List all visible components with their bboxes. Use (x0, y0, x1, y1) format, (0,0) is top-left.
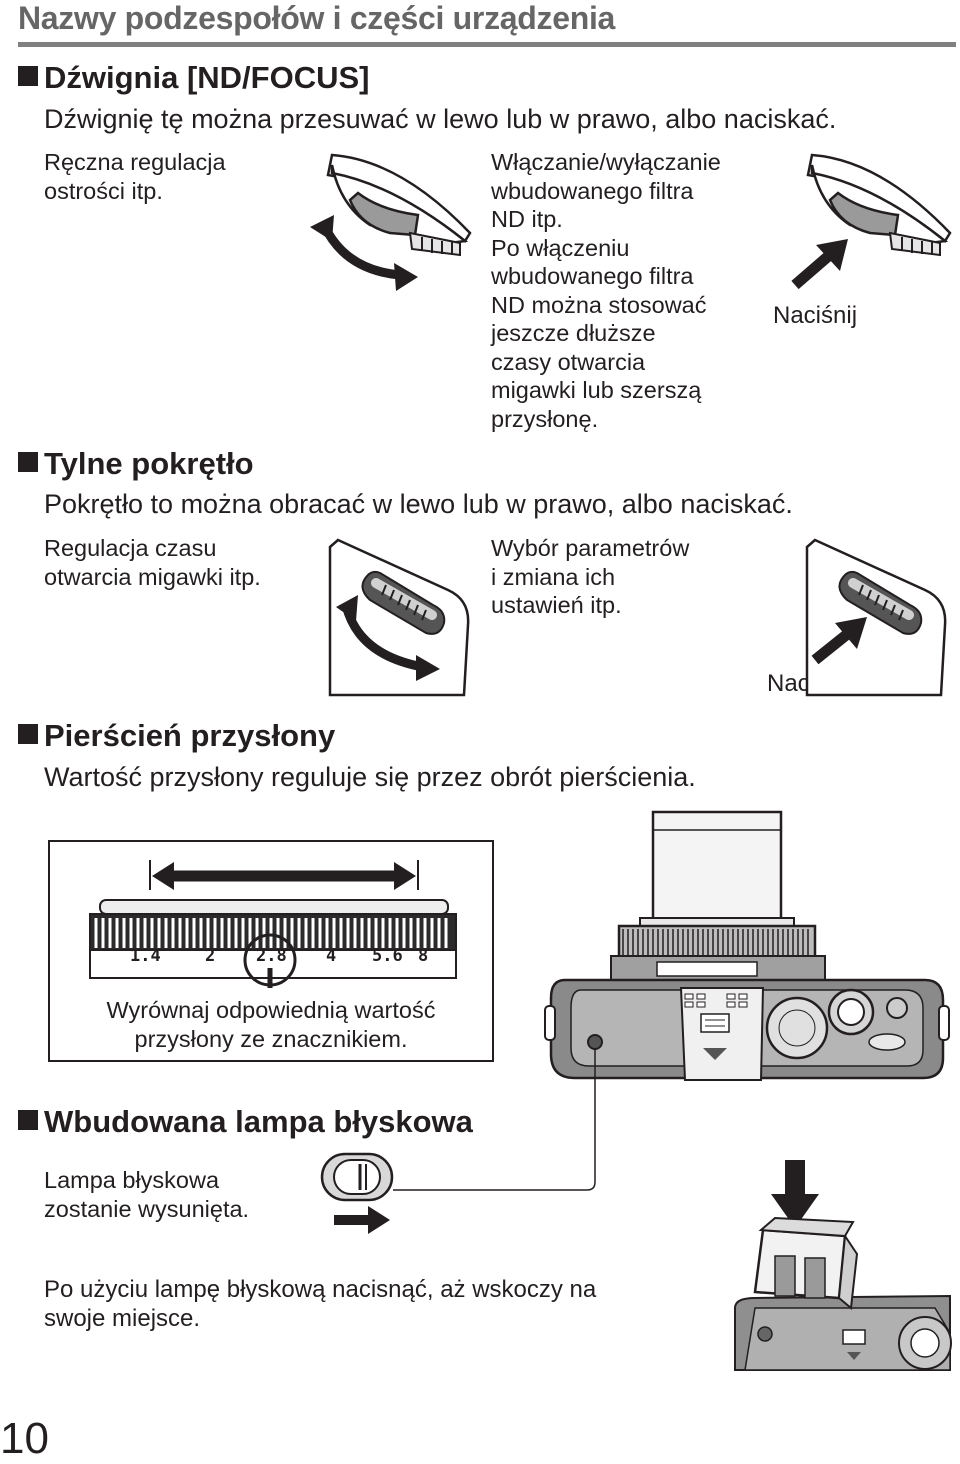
section-title-rear-dial: Tylne pokrętło (18, 446, 254, 482)
camera-top-icon (393, 810, 950, 1191)
flash-after-note: Po użyciu lampę błyskową nacisnąć, aż ws… (44, 1276, 597, 1332)
flash-unit-icon (734, 1160, 952, 1371)
lever-press-icon (791, 153, 952, 290)
bullet-square-icon (18, 724, 38, 744)
aperture-ring-icon (89, 860, 457, 988)
section-intro-rear-dial: Pokrętło to można obracać w lewo lub w p… (44, 489, 793, 519)
page-number: 10 (0, 1414, 49, 1463)
nd-focus-right-note: Włączanie/wyłączanie wbudowanego filtra … (491, 149, 721, 432)
rear-dial-left-note: Regulacja czasu otwarcia migawki itp. (44, 535, 261, 590)
scale-2-8: 2.8 (256, 946, 287, 966)
scale-5-6: 5.6 (372, 946, 403, 966)
page-header: Nazwy podzespołów i części urządzenia (18, 0, 616, 36)
nd-focus-left-note: Ręczna regulacja ostrości itp. (44, 149, 226, 204)
dial-press-icon (805, 538, 947, 697)
lever-icon (310, 153, 472, 291)
section-title-aperture-ring: Pierścień przysłony (18, 718, 335, 754)
section-title-nd-focus: Dźwignia [ND/FOCUS] (18, 60, 370, 96)
section-intro-aperture-ring: Wartość przysłony reguluje się przez obr… (44, 762, 696, 792)
rear-dial-right-note: Wybór parametrów i zmiana ich ustawień i… (491, 535, 690, 618)
section-title-flash: Wbudowana lampa błyskowa (18, 1104, 473, 1140)
flash-note: Lampa błyskowa zostanie wysunięta. (44, 1167, 250, 1222)
flash-switch-icon (320, 1152, 394, 1234)
bullet-square-icon (18, 1110, 38, 1130)
section-intro-nd-focus: Dźwignię tę można przesuwać w lewo lub w… (44, 104, 837, 134)
scale-8: 8 (418, 946, 429, 966)
bullet-square-icon (18, 66, 38, 86)
scale-1-4: 1.4 (130, 946, 161, 966)
nd-focus-press-label: Naciśnij (773, 302, 858, 329)
scale-2: 2 (205, 946, 216, 966)
scale-4: 4 (326, 946, 337, 966)
bullet-square-icon (18, 452, 38, 472)
header-rule (18, 42, 956, 47)
dial-icon (328, 538, 470, 697)
aperture-ring-box: 1.4 2 2.8 4 5.6 8 Wyrównaj odpowiednią w… (48, 840, 494, 1062)
aperture-caption: Wyrównaj odpowiednią wartość przysłony z… (106, 997, 436, 1052)
